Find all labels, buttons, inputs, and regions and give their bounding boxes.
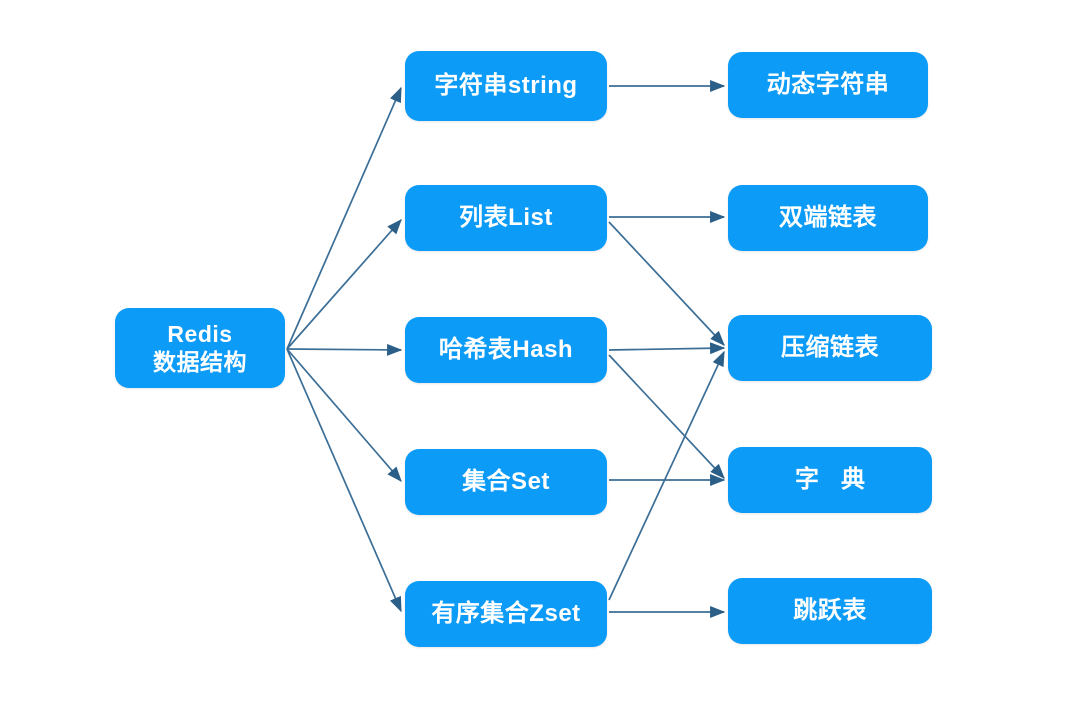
edge-root-to-set	[286, 348, 402, 483]
node-hash[interactable]: 哈希表Hash	[405, 317, 607, 383]
edge-root-to-string	[286, 86, 402, 350]
edge-zset-to-ziplist	[608, 350, 725, 601]
node-zset[interactable]: 有序集合Zset	[405, 581, 607, 647]
edge-root-to-hash	[286, 343, 403, 356]
node-ziplist[interactable]: 压缩链表	[728, 315, 932, 381]
edge-root-to-list	[286, 218, 402, 350]
edge-hash-to-ziplist	[608, 342, 726, 355]
node-deque[interactable]: 双端链表	[728, 185, 928, 251]
node-skiplist[interactable]: 跳跃表	[728, 578, 932, 644]
edge-hash-to-dict	[608, 354, 725, 479]
node-dict[interactable]: 字典	[728, 447, 932, 513]
node-list[interactable]: 列表List	[405, 185, 607, 251]
node-root[interactable]: Redis 数据结构	[115, 308, 285, 388]
edge-root-to-zset	[286, 348, 402, 613]
node-sds[interactable]: 动态字符串	[728, 52, 928, 118]
node-set[interactable]: 集合Set	[405, 449, 607, 515]
node-string[interactable]: 字符串string	[405, 51, 607, 121]
edge-list-to-ziplist	[608, 221, 725, 346]
